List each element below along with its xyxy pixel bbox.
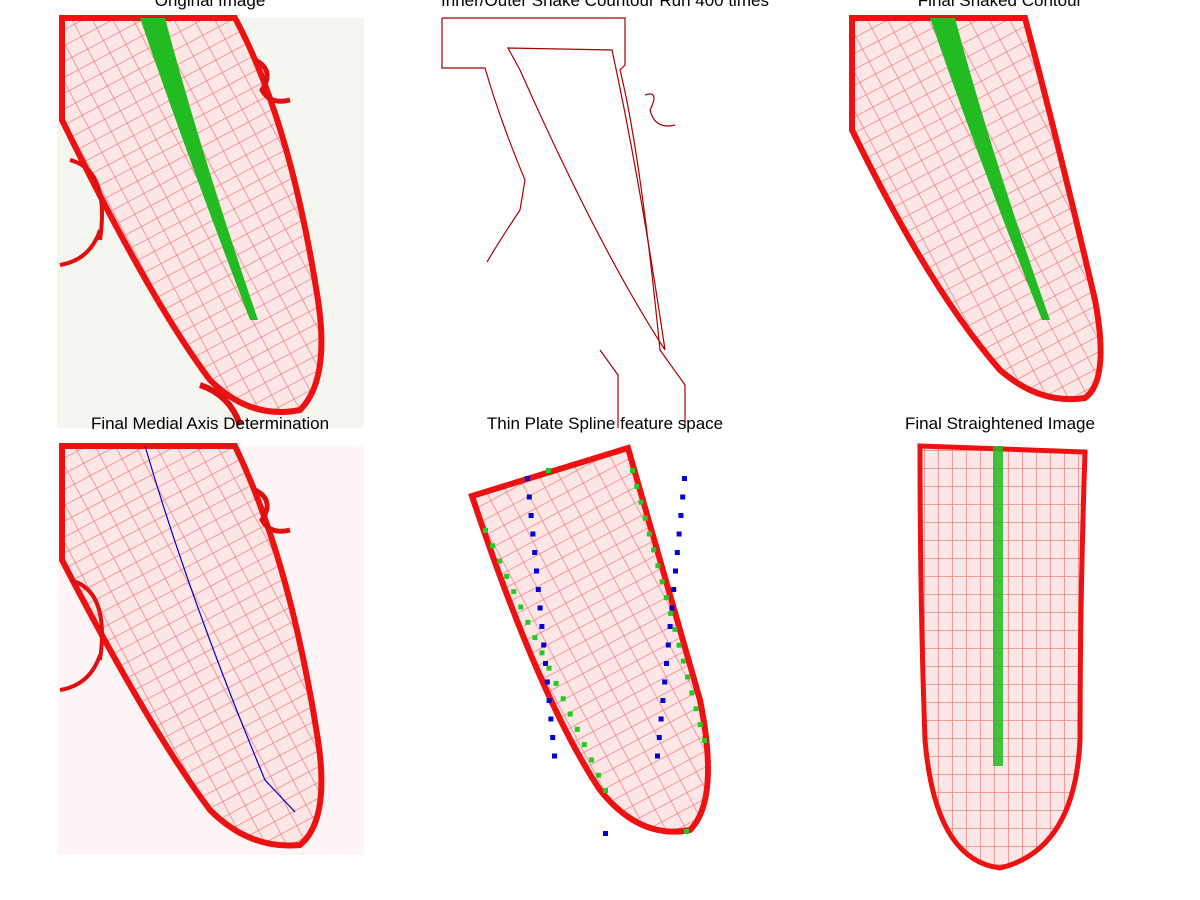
control-point	[672, 626, 678, 632]
control-point	[546, 665, 552, 671]
control-point	[552, 753, 557, 759]
control-point	[676, 531, 682, 537]
final-contour-image	[849, 15, 1104, 403]
control-point	[668, 610, 674, 616]
control-point	[655, 753, 660, 759]
medial-axis-line	[144, 445, 296, 813]
control-point	[655, 563, 661, 569]
control-point	[689, 690, 695, 696]
control-point	[550, 735, 556, 740]
control-point	[638, 499, 644, 505]
control-point	[634, 483, 640, 489]
control-point	[646, 531, 652, 537]
control-point	[543, 661, 548, 666]
control-point	[537, 605, 543, 611]
control-point	[680, 494, 686, 500]
control-point	[535, 587, 541, 592]
control-point	[642, 515, 648, 521]
control-point	[676, 642, 682, 648]
control-point	[595, 772, 601, 778]
control-point	[673, 568, 678, 574]
control-point	[664, 661, 669, 666]
control-point	[702, 738, 707, 743]
control-point	[663, 595, 669, 601]
control-point	[553, 680, 559, 686]
control-point	[490, 543, 496, 549]
control-point	[581, 742, 587, 748]
control-point	[682, 476, 687, 481]
green-control-points	[483, 468, 707, 834]
control-point	[525, 476, 530, 481]
panel-title-tps: Thin Plate Spline feature space	[486, 414, 724, 433]
control-point	[651, 547, 657, 553]
control-point	[665, 642, 671, 648]
control-point	[674, 550, 680, 555]
control-point	[483, 528, 488, 533]
control-point	[574, 726, 580, 732]
control-point	[588, 757, 594, 763]
control-point	[667, 624, 673, 629]
control-point	[680, 658, 686, 664]
blue-control-points	[525, 476, 687, 836]
snake-contour	[441, 17, 686, 428]
control-point	[534, 568, 539, 574]
control-point	[518, 604, 524, 610]
tps-feature-space	[468, 444, 711, 836]
control-point	[546, 468, 551, 473]
control-point	[497, 558, 503, 564]
control-point	[567, 711, 573, 717]
control-point	[548, 716, 554, 722]
control-point	[656, 735, 662, 740]
original-image	[57, 15, 364, 428]
control-point	[544, 679, 550, 685]
control-point	[511, 589, 517, 595]
control-point	[659, 579, 665, 585]
control-point	[685, 674, 691, 680]
control-point	[546, 698, 552, 703]
control-point	[603, 788, 608, 793]
control-point	[630, 468, 635, 473]
control-point	[560, 696, 566, 702]
medial-axis-image	[57, 443, 364, 855]
control-point	[528, 513, 534, 518]
control-point	[525, 619, 531, 625]
control-point	[678, 513, 684, 518]
control-point	[504, 573, 510, 579]
panel-title-snake: Inner/Outer Snake Countour Run 400 times	[441, 0, 769, 10]
control-point	[532, 550, 538, 555]
control-point	[526, 494, 532, 500]
panel-title-medial-axis: Final Medial Axis Determination	[90, 414, 330, 433]
panel-title-original: Original Image	[154, 0, 266, 10]
control-point	[660, 698, 666, 703]
control-point	[532, 635, 538, 641]
control-point	[658, 716, 664, 722]
control-point	[541, 642, 547, 648]
control-point	[539, 624, 545, 629]
control-point	[693, 706, 699, 712]
control-point	[671, 587, 677, 592]
control-point	[697, 722, 703, 728]
control-point	[539, 650, 545, 656]
panel-title-final-contour: Final Snaked Contour	[917, 0, 1083, 10]
panel-title-straightened: Final Straightened Image	[905, 414, 1095, 433]
control-point	[669, 605, 675, 611]
control-point	[662, 679, 668, 685]
control-point	[684, 829, 689, 834]
control-point	[603, 831, 608, 836]
straightened-image	[917, 443, 1088, 871]
control-point	[530, 531, 536, 537]
